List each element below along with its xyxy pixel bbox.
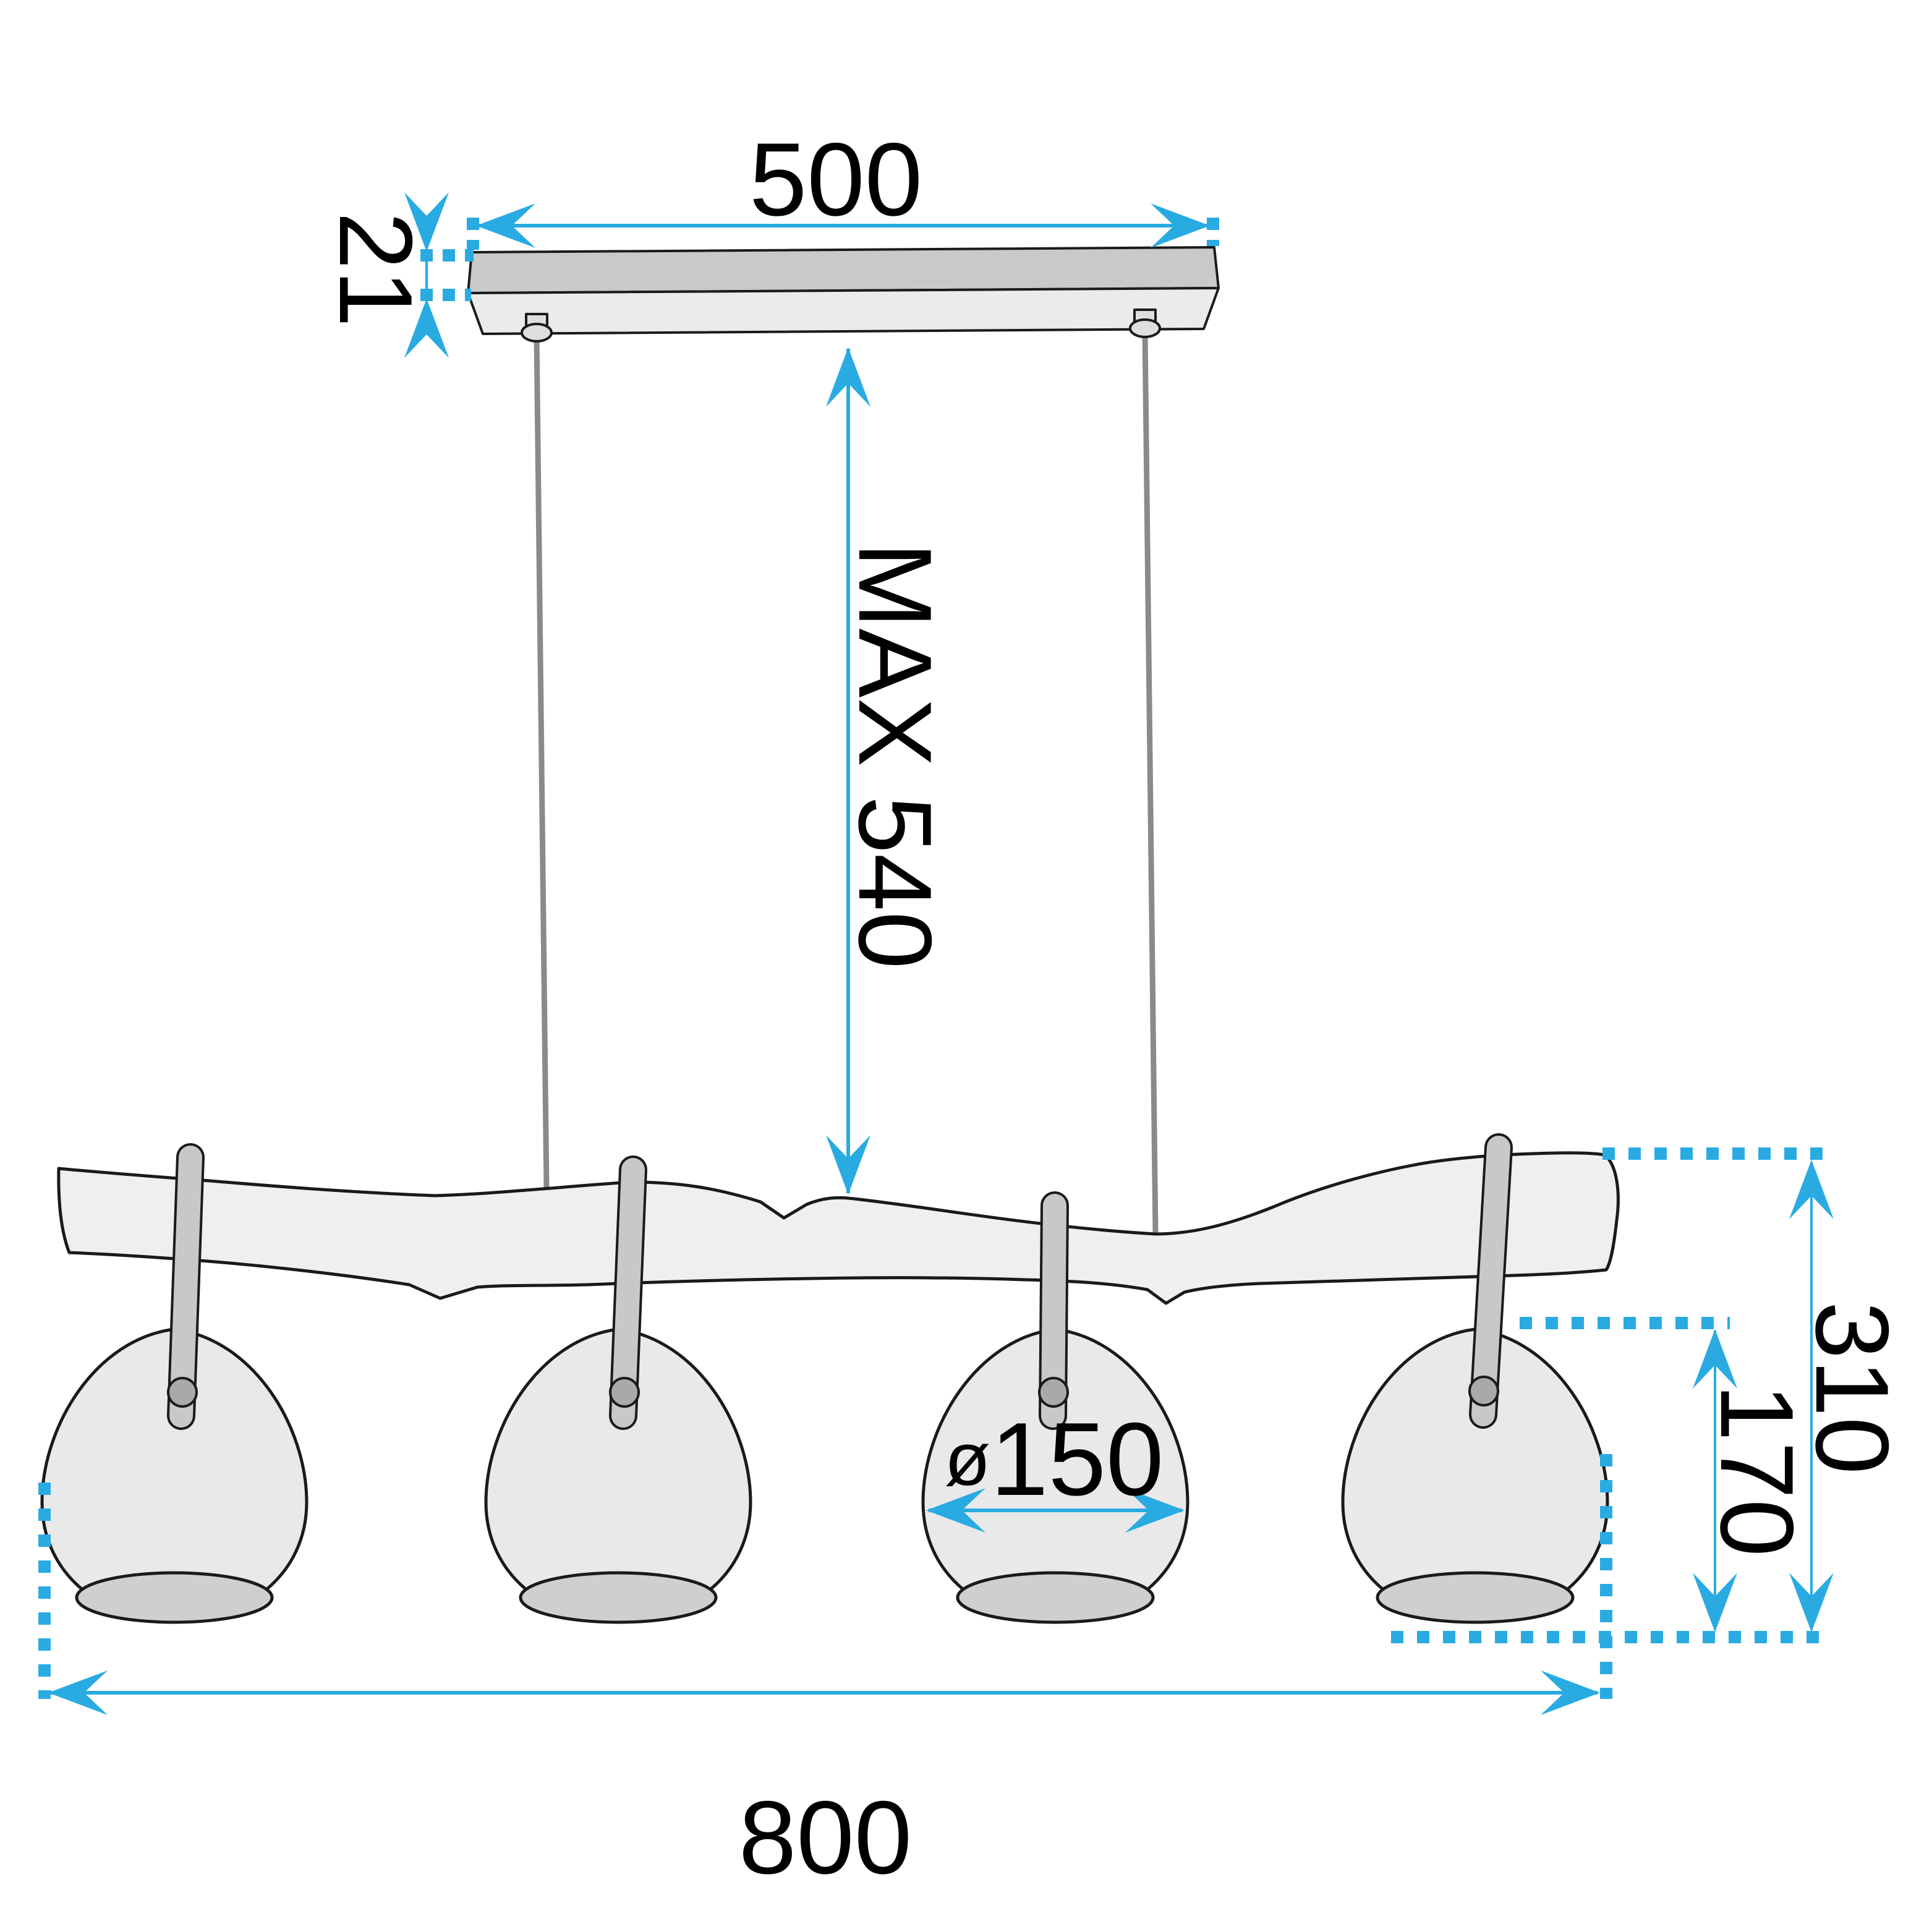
label-shade-height: 170 (1699, 1384, 1815, 1557)
dimension-labels: 500 21 MAX 540 ø150 310 170 800 (318, 121, 1910, 1896)
dim-overall-width (38, 1454, 1612, 1716)
dim-max-drop (825, 347, 871, 1195)
suspension-cable-left (534, 334, 550, 1193)
cable-mount-left (521, 313, 553, 343)
dim-beam-to-bottom (1602, 1147, 1834, 1633)
suspension-cable-right (1142, 330, 1159, 1237)
label-canopy-width: 500 (749, 121, 922, 237)
rivet-4 (1468, 1376, 1499, 1406)
fixture-artwork (42, 246, 1620, 1624)
label-canopy-thickness: 21 (318, 212, 434, 328)
dim-canopy-thickness (404, 192, 474, 359)
canopy-top-face (467, 246, 1220, 294)
shade-4 (1343, 1329, 1607, 1624)
dim-canopy-width (467, 203, 1219, 250)
diameter-value: 150 (990, 1401, 1164, 1517)
strap-2 (609, 1155, 647, 1430)
shade-2-opening (519, 1571, 718, 1624)
label-max-drop: MAX 540 (837, 542, 953, 969)
ceiling-canopy (467, 246, 1220, 343)
rivet-3 (1038, 1377, 1069, 1408)
dimension-layer (38, 192, 1834, 1716)
cable-mount-right (1129, 309, 1161, 338)
shade-4-opening (1376, 1571, 1575, 1624)
shade-1-opening (75, 1571, 274, 1624)
shade-3 (923, 1329, 1188, 1624)
dim-shade-diameter (926, 1487, 1185, 1533)
rivet-2 (609, 1377, 640, 1408)
diameter-symbol: ø (945, 1417, 991, 1501)
label-shade-diameter: ø150 (945, 1401, 1164, 1517)
canopy-front-face (467, 287, 1220, 335)
shade-1 (42, 1329, 307, 1624)
strap-4 (1469, 1133, 1513, 1429)
shade-2 (486, 1329, 751, 1624)
wood-beam (57, 1151, 1620, 1305)
rivet-1 (167, 1377, 198, 1408)
label-beam-to-bottom: 310 (1794, 1301, 1910, 1475)
shade-3-opening (956, 1571, 1155, 1624)
label-overall-width: 800 (739, 1779, 912, 1896)
strap-1 (167, 1143, 205, 1430)
